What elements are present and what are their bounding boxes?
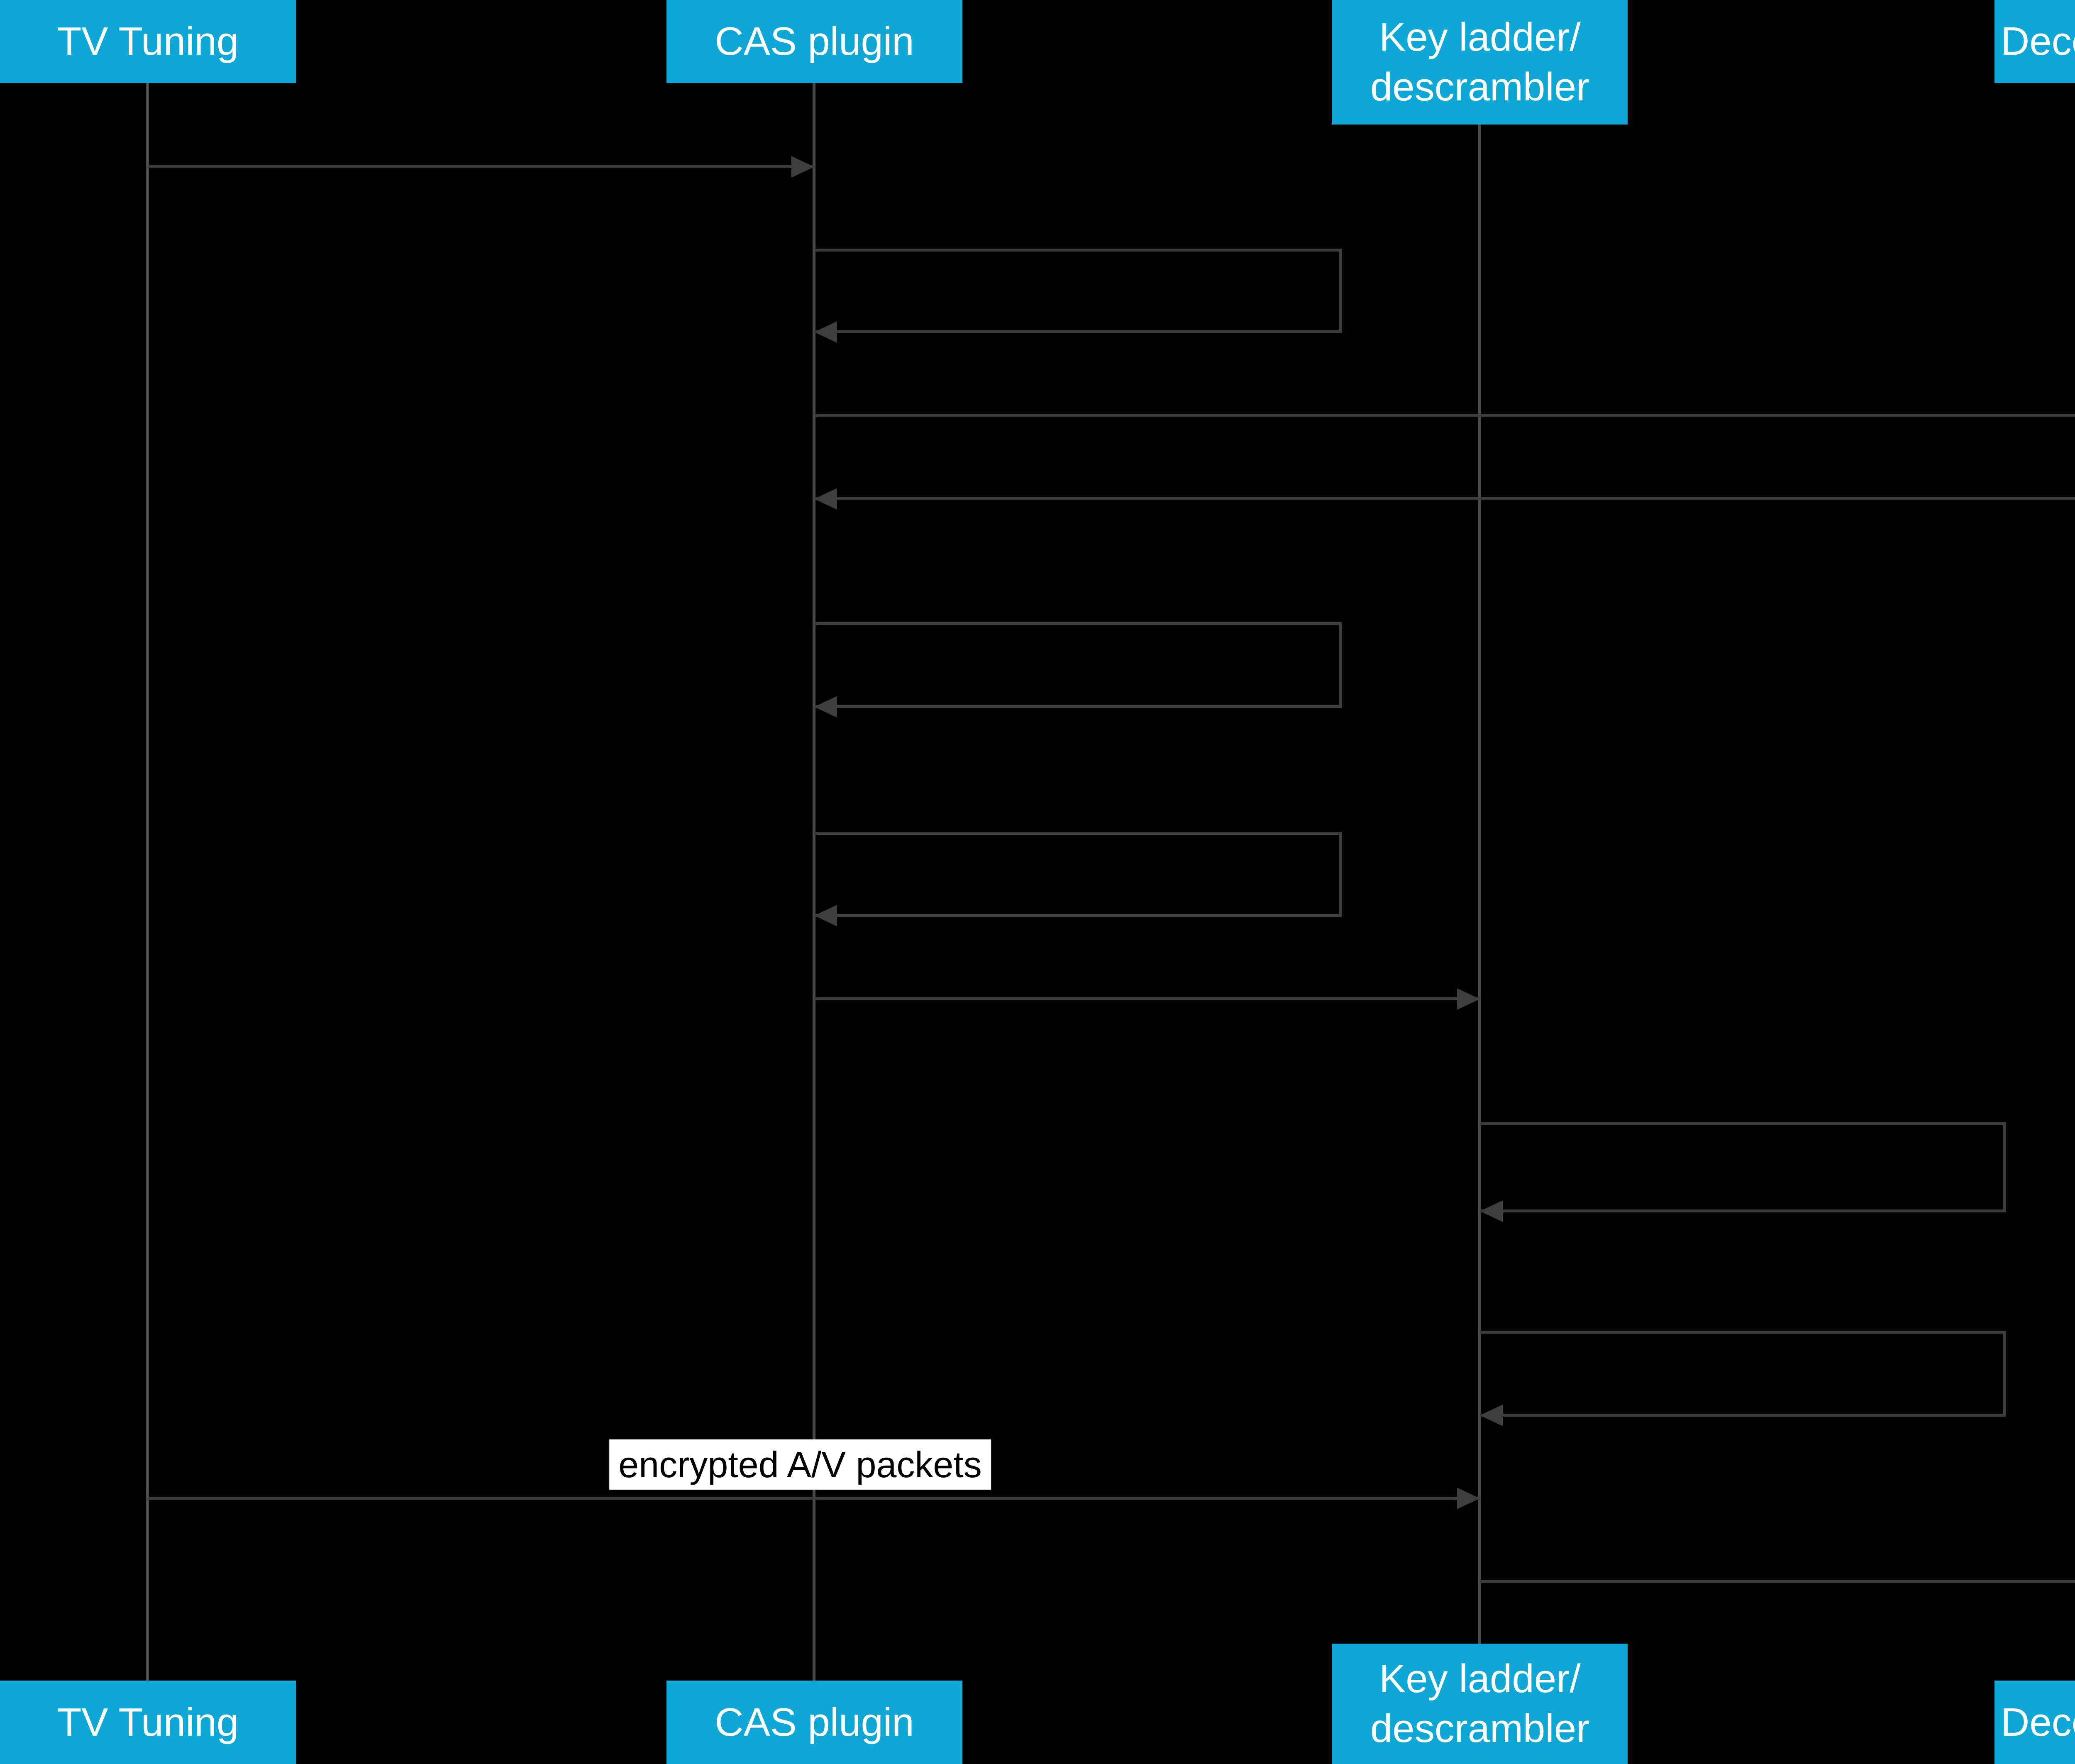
self-message-loop-8 [1480, 1331, 2006, 1417]
arrowhead-6 [1457, 988, 1480, 1010]
arrowhead-9 [1457, 1488, 1480, 1509]
actor-bottom-cas-plugin: CAS plugin [666, 1681, 962, 1764]
lifeline-tv-tuning [146, 83, 149, 1681]
actor-top-decode-display: Decode, display [1994, 0, 2075, 83]
message-line-0 [148, 165, 814, 168]
actor-bottom-tv-tuning: TV Tuning [0, 1681, 296, 1764]
actor-top-cas-plugin: CAS plugin [666, 0, 962, 83]
lifeline-key-ladder [1478, 125, 1481, 1644]
arrowhead-5 [814, 905, 837, 926]
arrowhead-1 [814, 321, 837, 343]
actor-bottom-decode-display: Decode, display [1994, 1681, 2075, 1764]
self-message-loop-1 [814, 249, 1342, 333]
arrowhead-0 [791, 156, 814, 178]
arrowhead-8 [1480, 1405, 1503, 1426]
message-line-9 [148, 1497, 1480, 1500]
message-line-10 [1480, 1580, 2075, 1583]
self-message-loop-5 [814, 832, 1342, 917]
self-message-loop-7 [1480, 1122, 2006, 1212]
arrowhead-3 [814, 488, 837, 510]
message-line-3 [814, 497, 2075, 500]
actor-top-tv-tuning: TV Tuning [0, 0, 296, 83]
message-line-2 [814, 414, 2075, 417]
arrowhead-7 [1480, 1200, 1503, 1222]
actor-top-key-ladder: Key ladder/ descrambler [1332, 0, 1628, 125]
actor-bottom-key-ladder: Key ladder/ descrambler [1332, 1644, 1628, 1764]
lifeline-cas-plugin [813, 83, 815, 1681]
message-label: encrypted A/V packets [609, 1439, 991, 1490]
arrowhead-4 [814, 696, 837, 718]
message-line-6 [814, 997, 1480, 1000]
self-message-loop-4 [814, 622, 1342, 708]
